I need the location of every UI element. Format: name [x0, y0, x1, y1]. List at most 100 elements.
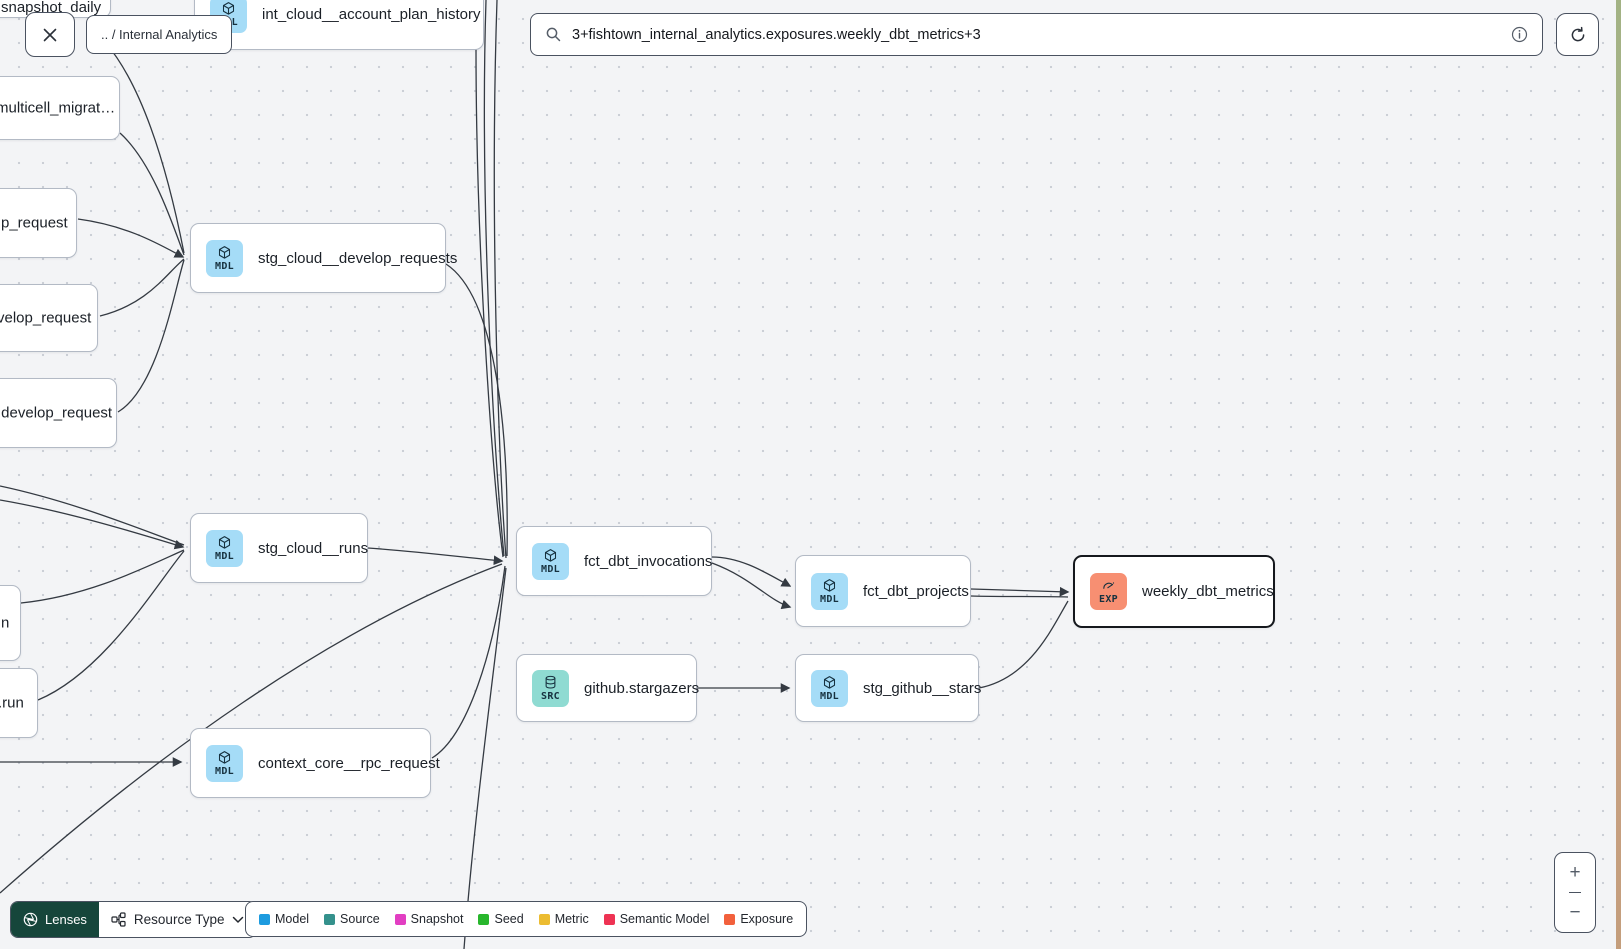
graph-node-int-cloud-account-plan-history[interactable]: MDLint_cloud__account_plan_history: [194, 0, 484, 50]
edge-run-node-to-stg-cloud-runs: [37, 550, 185, 701]
graph-node-fct-dbt-projects[interactable]: MDL fct_dbt_projects: [795, 555, 971, 627]
model-cube-icon: [217, 750, 232, 765]
model-badge: MDL: [532, 542, 569, 580]
badge-text: MDL: [215, 260, 234, 272]
edge-snapshot-daily-to-stg-cloud-develop-requests: [104, 41, 185, 254]
refresh-icon: [1571, 26, 1584, 41]
badge-text: MDL: [215, 550, 234, 562]
graph-node-run-node[interactable]: .run: [0, 668, 38, 738]
node-label: stg_github__stars: [863, 679, 982, 697]
badge-text: EXP: [1099, 594, 1118, 605]
node-label: snapshot_daily: [1, 0, 102, 16]
edge-stg-cloud-runs-to-fct-dbt-invocations: [367, 547, 504, 566]
node-label: int_cloud__account_plan_history: [262, 5, 481, 23]
chevron-down-icon: [233, 916, 244, 923]
badge-text: MDL: [820, 593, 839, 605]
legend-swatch: [724, 913, 736, 925]
legend-item-model: Model: [259, 912, 309, 926]
node-label: .run: [0, 694, 24, 712]
graph-node-stg-github-stars[interactable]: MDL stg_github__stars: [795, 654, 982, 722]
node-label: stg_cloud__runs: [258, 539, 369, 557]
info-icon[interactable]: [1511, 26, 1528, 43]
exposure-gauge-icon: [1101, 578, 1116, 593]
model-cube-icon: [217, 245, 232, 260]
edge-op-request-to-stg-cloud-develop-requests: [77, 218, 185, 258]
edge-fct-dbt-invocations-to-offscreen-bottom: [463, 567, 507, 949]
legend-label: Model: [275, 912, 310, 926]
search-input[interactable]: 3+fishtown_internal_analytics.exposures.…: [572, 26, 981, 43]
breadcrumb-label: .. / Internal Analytics: [101, 27, 218, 42]
close-button[interactable]: [25, 12, 75, 57]
badge-text: MDL: [820, 690, 839, 702]
node-label: stg_cloud__develop_requests: [258, 249, 458, 267]
node-label: fct_dbt_invocations: [584, 552, 713, 570]
graph-node-n-node[interactable]: n: [0, 585, 21, 661]
badge-text: MDL: [215, 765, 234, 777]
lenses-icon: [23, 912, 38, 927]
graph-node-stg-cloud-runs[interactable]: MDL stg_cloud__runs: [190, 513, 368, 583]
graph-node-github-stargazers[interactable]: SRC github.stargazers: [516, 654, 700, 722]
node-label: multicell_migrat…: [0, 99, 116, 117]
lenses-group: Lenses Resource Type: [10, 901, 258, 938]
zoom-in-button[interactable]: +: [1569, 853, 1581, 892]
legend-label: Semantic Model: [619, 912, 710, 926]
legend-item-snapshot: Snapshot: [394, 912, 464, 926]
zoom-controls: + −: [1554, 852, 1596, 933]
legend-label: Seed: [494, 912, 524, 926]
screen-edge-strip: [1616, 0, 1621, 949]
model-badge: MDL: [206, 239, 243, 277]
zoom-out-button[interactable]: −: [1569, 892, 1581, 932]
legend-item-source: Source: [324, 912, 380, 926]
lenses-button[interactable]: Lenses: [11, 902, 99, 937]
graph-node-stg-cloud-develop-requests[interactable]: MDL stg_cloud__develop_requests: [190, 223, 457, 293]
graph-node-op-request[interactable]: p_request: [0, 188, 77, 258]
edge-fct-dbt-projects-to-weekly-dbt-metrics: [970, 595, 1069, 598]
edge-fct-dbt-invocations-to-fct-dbt-projects: [711, 556, 792, 587]
graph-node-fct-dbt-invocations[interactable]: MDL fct_dbt_invocations: [516, 526, 712, 596]
edge-multicell-migration-to-stg-cloud-develop-requests: [119, 132, 185, 256]
model-cube-icon: [221, 1, 236, 16]
legend-item-seed: Seed: [478, 912, 524, 926]
source-badge: SRC: [532, 669, 569, 707]
node-label: .develop_request: [0, 404, 113, 422]
legend-item-exposure: Exposure: [724, 912, 793, 926]
edge-offscreen-top-to-fct-dbt-invocations: [493, 0, 507, 559]
legend-swatch: [324, 913, 336, 925]
legend-swatch: [538, 913, 550, 925]
refresh-button[interactable]: [1556, 13, 1599, 56]
legend-item-semantic-model: Semantic Model: [603, 912, 710, 926]
model-cube-icon: [822, 578, 837, 593]
graph-node-develop-request[interactable]: .develop_request: [0, 378, 117, 448]
edge-stg-cloud-develop-requests-to-fct-dbt-invocations: [445, 263, 508, 557]
model-cube-icon: [543, 548, 558, 563]
node-label: velop_request: [0, 309, 92, 327]
node-label: github.stargazers: [584, 679, 700, 697]
model-badge: MDL: [811, 669, 848, 707]
model-badge: MDL: [811, 572, 848, 610]
resource-type-dropdown[interactable]: Resource Type: [98, 902, 257, 937]
search-bar[interactable]: 3+fishtown_internal_analytics.exposures.…: [530, 13, 1543, 56]
resource-type-label: Resource Type: [133, 912, 225, 927]
legend-swatch: [478, 913, 490, 925]
edge-context-core-rpc-request-to-fct-dbt-invocations: [431, 565, 506, 759]
edge-fct-dbt-projects-to-weekly-dbt-metrics: [970, 586, 1070, 597]
close-icon: [43, 28, 57, 41]
breadcrumb[interactable]: .. / Internal Analytics: [86, 15, 233, 54]
legend-label: Snapshot: [410, 912, 464, 926]
lenses-label: Lenses: [45, 912, 87, 927]
node-label: fct_dbt_projects: [863, 582, 969, 600]
graph-node-multicell-migration[interactable]: multicell_migrat…: [0, 76, 120, 140]
edge-fct-dbt-invocations-to-fct-dbt-projects: [711, 562, 792, 610]
graph-node-velop-request[interactable]: velop_request: [0, 284, 98, 352]
legend-label: Source: [340, 912, 380, 926]
model-badge: MDL: [206, 744, 243, 782]
legend-label: Exposure: [740, 912, 794, 926]
resource-type-icon: [111, 912, 126, 927]
model-cube-icon: [217, 535, 232, 550]
badge-text: SRC: [541, 690, 560, 702]
exposure-badge: EXP: [1090, 573, 1127, 610]
